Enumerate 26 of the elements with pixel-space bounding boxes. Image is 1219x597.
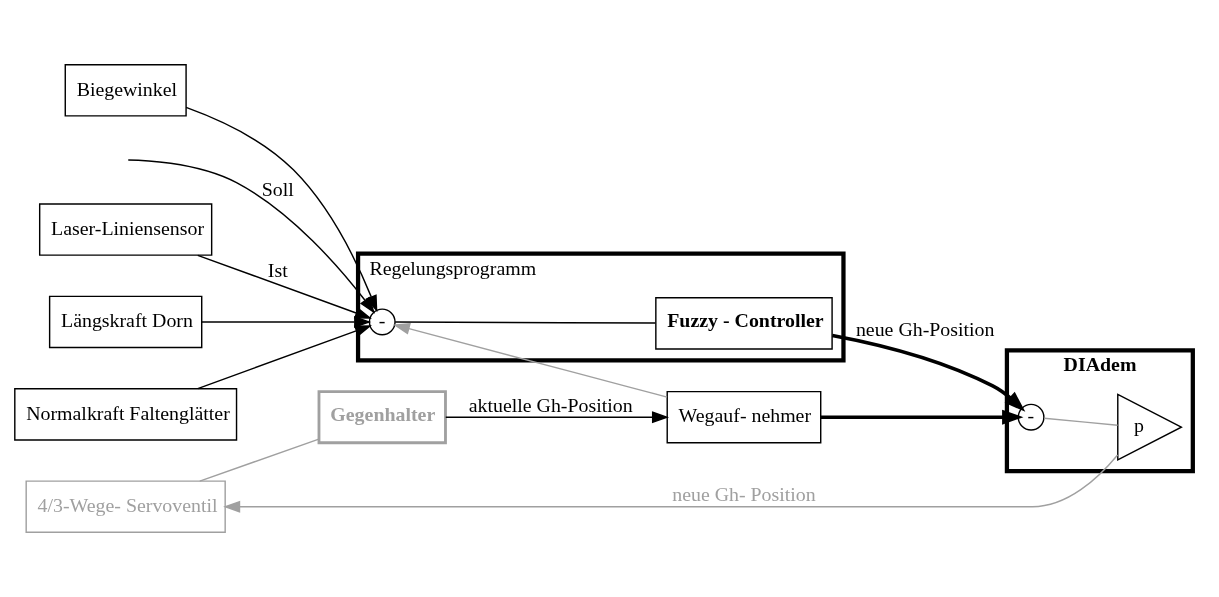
arrow: [197, 254, 372, 319]
node-box: Längskraft Dorn: [48, 295, 203, 349]
edge-label: aktuelle Gh-Position: [468, 393, 633, 416]
node-box: Wegauf- nehmer: [666, 390, 822, 444]
arrow: [392, 323, 668, 398]
node-box: Laser-Liniensensor: [38, 203, 213, 256]
connector: [1043, 417, 1119, 426]
edge-label: neue Gh- Position: [672, 483, 816, 506]
node-box: Biegewinkel: [64, 64, 187, 117]
node-box: Gegenhalter: [317, 390, 447, 445]
arrow: [820, 409, 1024, 425]
edge-label: Ist: [267, 258, 288, 281]
arrow: [445, 411, 670, 424]
node-circle: -: [1017, 403, 1045, 431]
arrow: [223, 454, 1119, 513]
edge-label: Soll: [261, 177, 294, 200]
node-circle: -: [368, 308, 396, 336]
connector: [394, 321, 657, 324]
edge-label: neue Gh-Position: [855, 318, 995, 341]
node-box: Fuzzy - Controller: [655, 297, 833, 350]
arrow: [201, 315, 372, 328]
arrow: [197, 325, 372, 390]
connector: [199, 438, 320, 482]
node-box: Normalkraft Faltenglätter: [14, 388, 238, 441]
node-box: 4/3-Wege- Servoventil: [25, 480, 226, 533]
arrow: [832, 333, 1026, 412]
